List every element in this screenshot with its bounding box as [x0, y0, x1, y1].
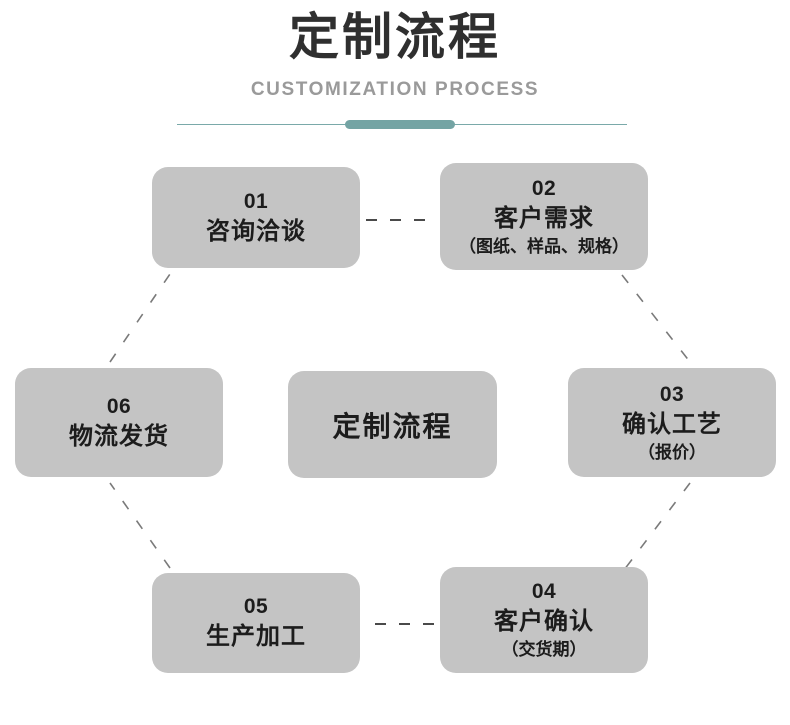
process-step-03[interactable]: 03 确认工艺 （报价） [568, 368, 776, 477]
step-number: 05 [243, 595, 269, 618]
step-label: 咨询洽谈 [206, 217, 306, 245]
step-number: 06 [106, 394, 132, 418]
process-step-04[interactable]: 04 客户确认 （交货期） [440, 567, 648, 673]
connector-03-04 [623, 482, 691, 571]
step-note: （报价） [638, 442, 706, 462]
step-number: 02 [531, 176, 557, 200]
process-step-06[interactable]: 06 物流发货 [15, 368, 223, 477]
connector-02-03 [621, 274, 691, 363]
step-number: 04 [531, 580, 557, 603]
step-number: 01 [243, 189, 269, 213]
process-step-02[interactable]: 02 客户需求 （图纸、样品、规格） [440, 163, 648, 270]
step-label: 确认工艺 [622, 410, 722, 438]
process-step-05[interactable]: 05 生产加工 [152, 573, 360, 673]
step-note: （图纸、样品、规格） [459, 236, 629, 256]
connector-05-06 [109, 482, 171, 569]
step-label: 客户需求 [494, 204, 594, 232]
step-label: 客户确认 [494, 608, 594, 635]
center-label: 定制流程 [332, 410, 453, 442]
title-divider [177, 118, 627, 132]
divider-knob [345, 120, 455, 129]
page-subtitle: CUSTOMIZATION PROCESS [250, 79, 540, 100]
process-step-01[interactable]: 01 咨询洽谈 [152, 167, 360, 268]
center-label-box: 定制流程 [288, 371, 497, 478]
step-label: 物流发货 [69, 422, 169, 450]
step-note: （交货期） [501, 640, 587, 659]
step-number: 03 [659, 382, 685, 406]
page-title: 定制流程 [289, 9, 501, 65]
step-label: 生产加工 [206, 623, 306, 650]
connector-06-01 [109, 273, 171, 363]
